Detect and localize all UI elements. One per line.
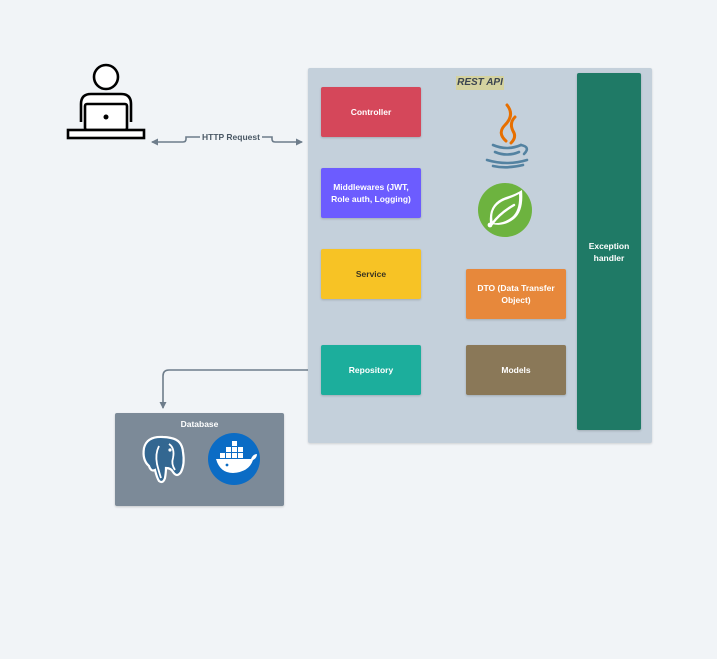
service-box: Service (321, 249, 421, 299)
exception-handler-box: Exception handler (577, 73, 641, 430)
docker-icon (208, 433, 260, 485)
arrow-repository-database (159, 369, 309, 409)
middlewares-box: Middlewares (JWT, Role auth, Logging) (321, 168, 421, 218)
database-title: Database (180, 419, 219, 429)
rest-api-title: REST API (456, 76, 504, 90)
http-request-label: HTTP Request (200, 131, 262, 143)
spring-icon (478, 183, 532, 237)
dto-box: DTO (Data Transfer Object) (466, 269, 566, 319)
repository-box: Repository (321, 345, 421, 395)
controller-box: Controller (321, 87, 421, 137)
postgresql-icon (142, 435, 185, 484)
user-at-laptop-icon (66, 63, 146, 140)
java-icon (485, 103, 529, 169)
models-box: Models (466, 345, 566, 395)
